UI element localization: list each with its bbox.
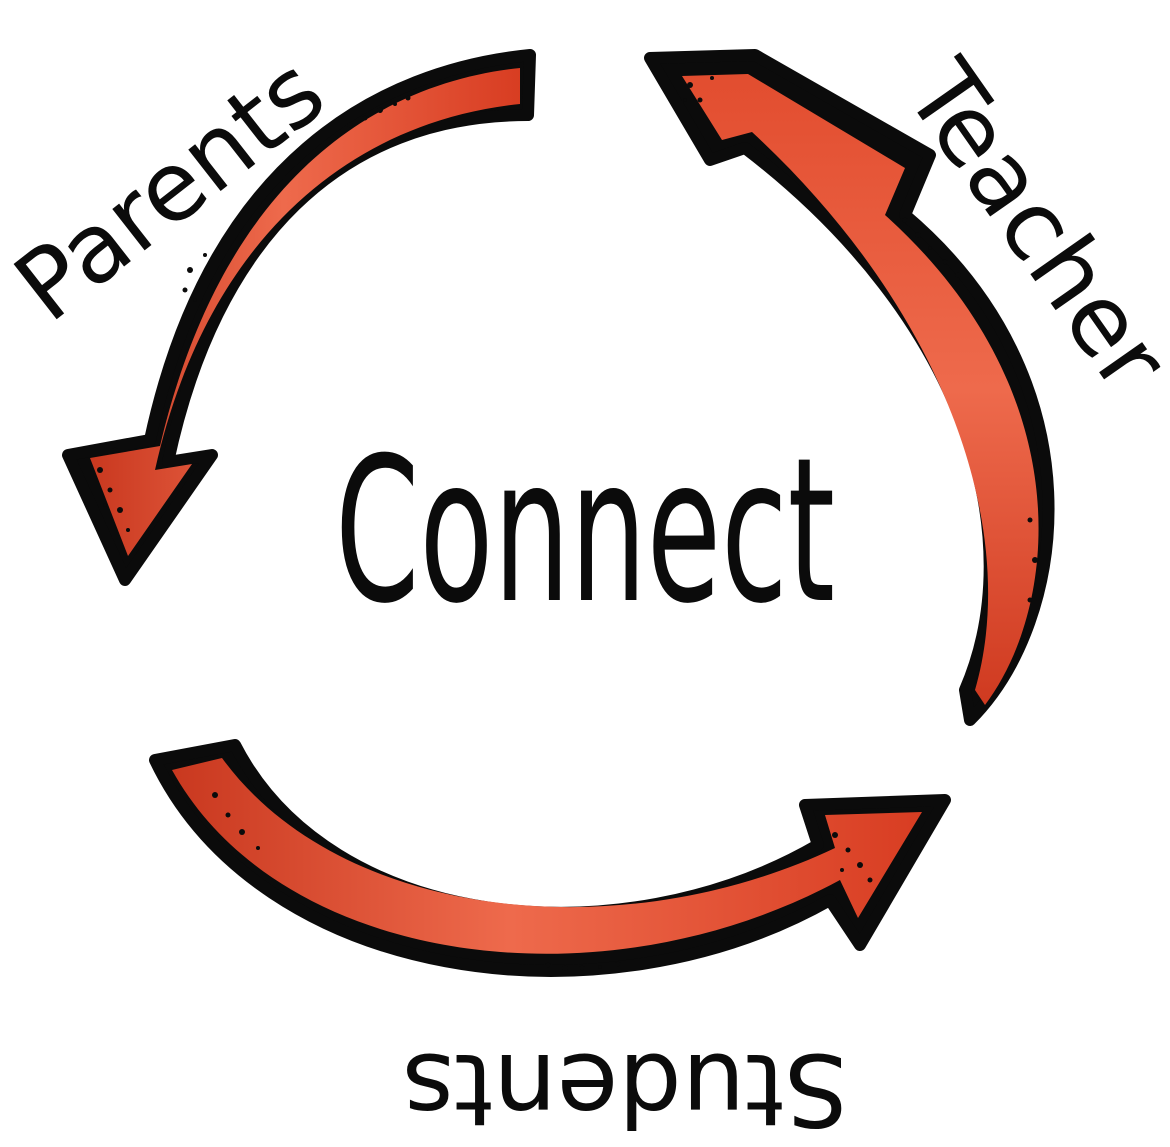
arrow-body <box>90 68 520 556</box>
arrow-teacher-to-students-return <box>149 739 951 977</box>
arrow-students-to-teacher <box>644 49 1055 726</box>
arrow-speckles <box>212 792 873 971</box>
arrow-body <box>682 74 1039 705</box>
arrow-body <box>172 758 922 954</box>
center-label: Connect <box>335 415 835 648</box>
arrow-parents-to-students <box>62 49 536 586</box>
arrow-speckles <box>97 95 411 532</box>
arrow-speckles <box>683 76 1038 642</box>
node-label-students: Students <box>402 1031 848 1147</box>
